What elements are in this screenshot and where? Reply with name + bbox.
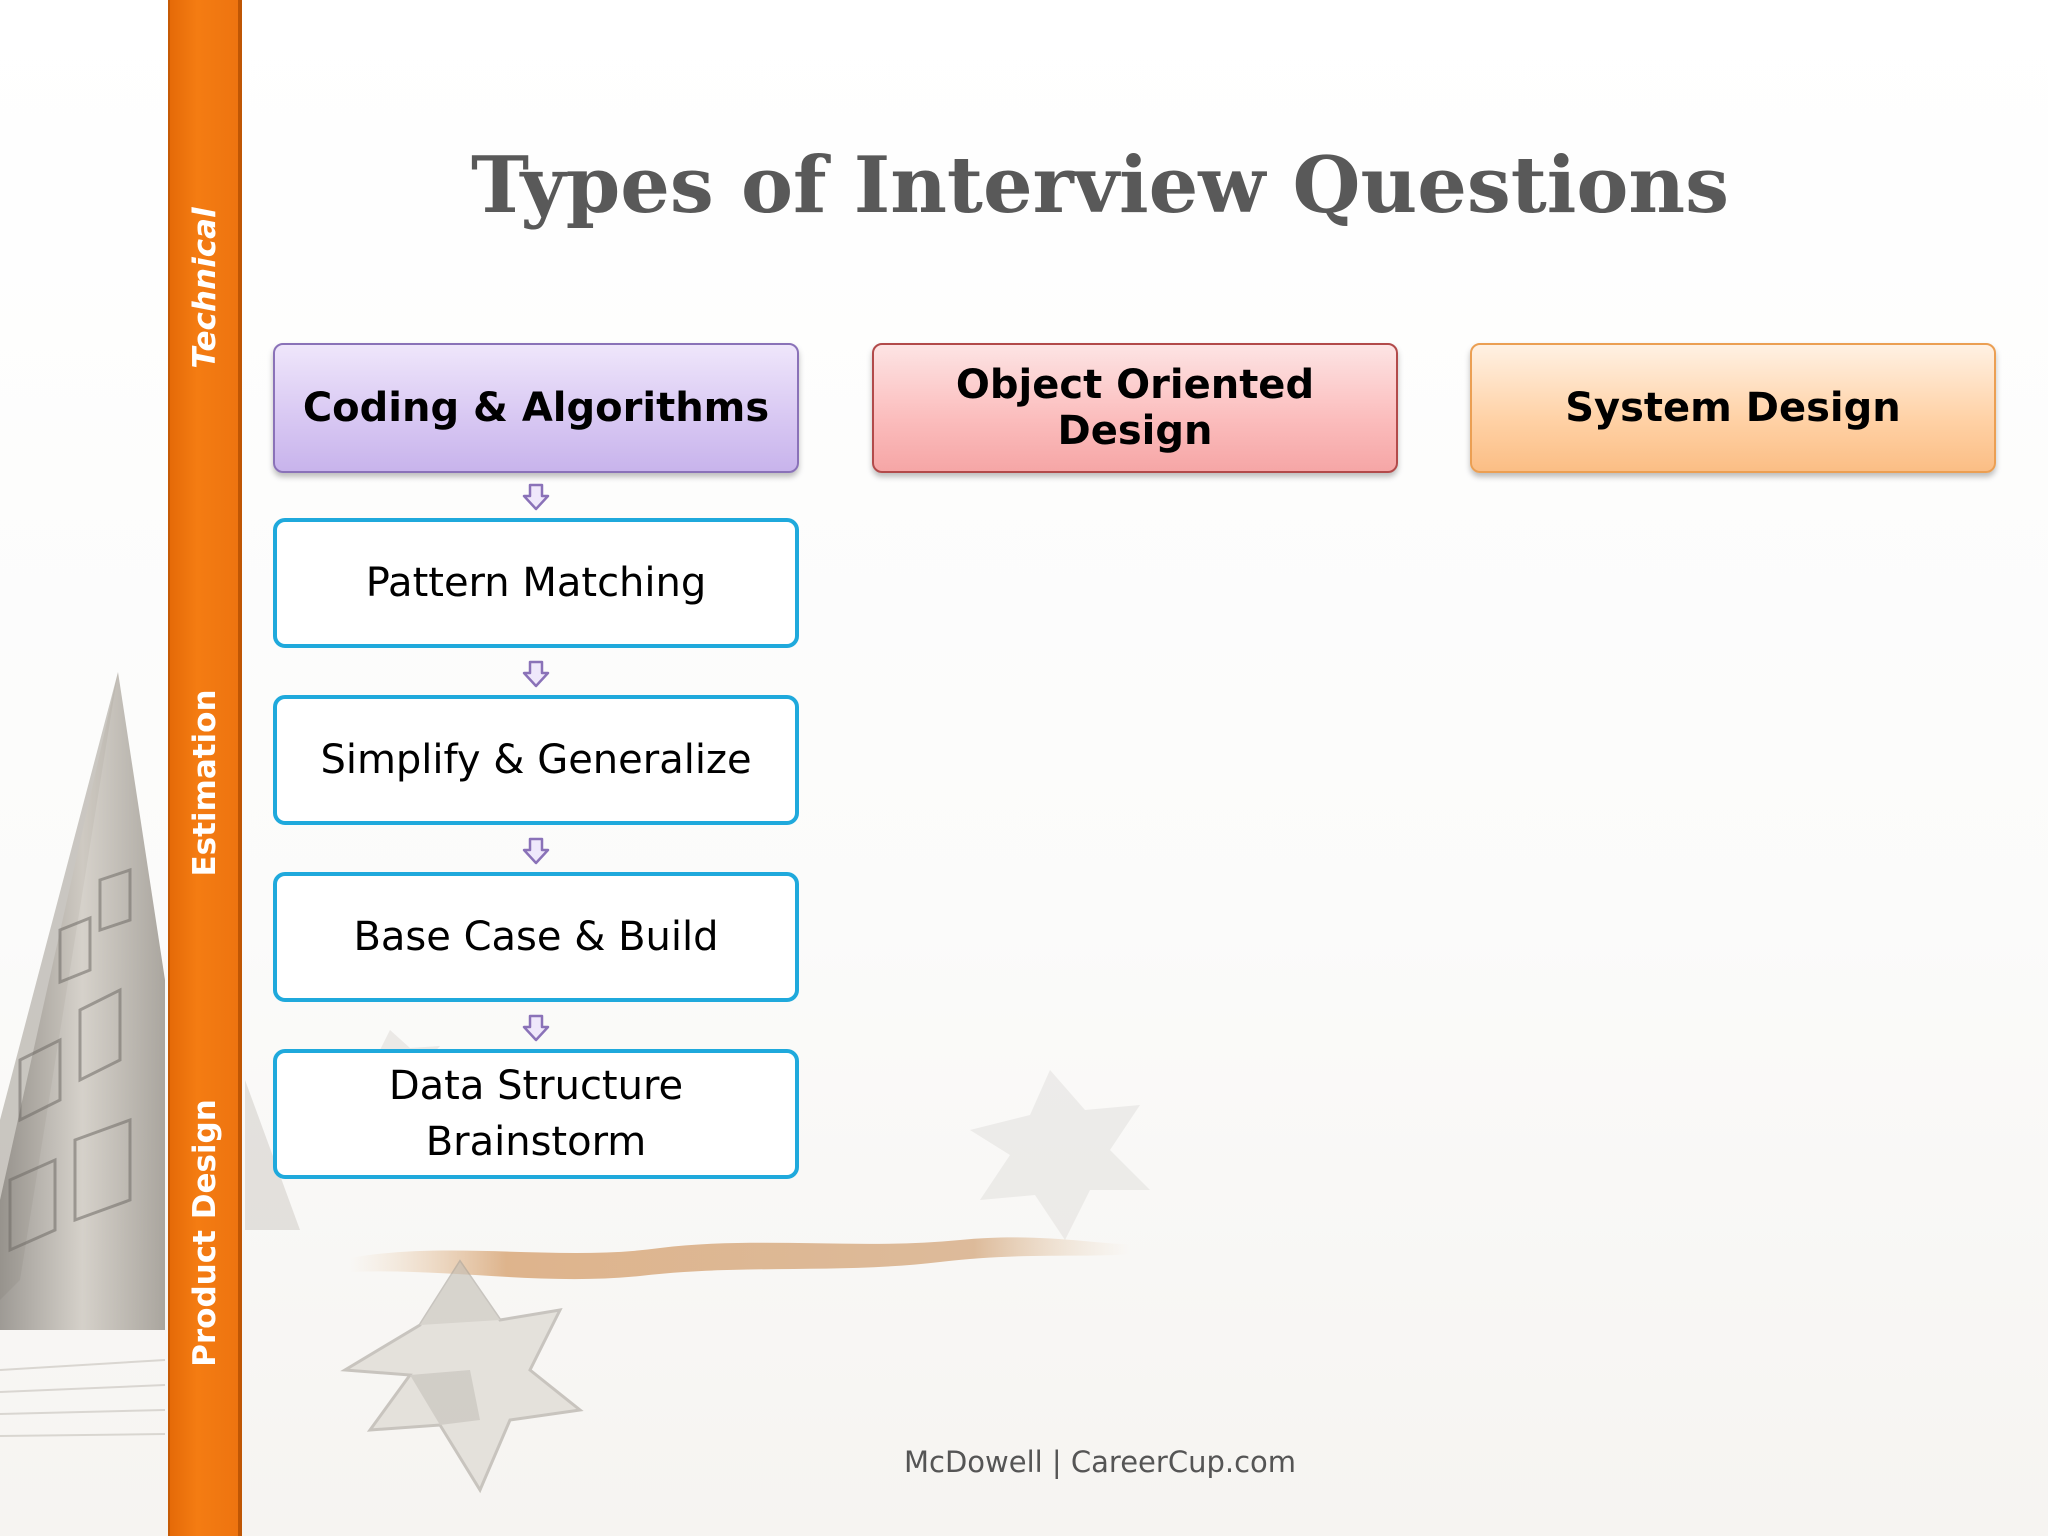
category-label: Coding & Algorithms — [302, 385, 770, 431]
step-label: Base Case & Build — [353, 914, 719, 960]
category-label: Object Oriented Design — [955, 362, 1315, 454]
step-label: Simplify & Generalize — [320, 737, 752, 783]
footer-credit: McDowell | CareerCup.com — [903, 1445, 1297, 1479]
step-pattern-matching: Pattern Matching — [273, 518, 799, 648]
category-system-design: System Design — [1470, 343, 1996, 473]
down-arrow-icon — [522, 483, 550, 511]
down-arrow-icon — [522, 837, 550, 865]
slide-title: Types of Interview Questions — [470, 140, 1730, 231]
down-arrow-icon — [522, 660, 550, 688]
category-coding-algorithms: Coding & Algorithms — [273, 343, 799, 473]
step-label: Data Structure Brainstorm — [388, 1063, 684, 1165]
down-arrow-icon — [522, 1014, 550, 1042]
section-sidebar — [168, 0, 242, 1536]
sidebar-section-estimation[interactable]: Estimation — [187, 689, 223, 877]
category-object-oriented-design: Object Oriented Design — [872, 343, 1398, 473]
sidebar-section-technical[interactable]: Technical — [187, 207, 223, 369]
step-label: Pattern Matching — [365, 560, 707, 606]
step-base-case-build: Base Case & Build — [273, 872, 799, 1002]
step-data-structure-brainstorm: Data Structure Brainstorm — [273, 1049, 799, 1179]
step-simplify-generalize: Simplify & Generalize — [273, 695, 799, 825]
category-label: System Design — [1565, 385, 1901, 431]
sidebar-section-product-design[interactable]: Product Design — [187, 1099, 223, 1367]
